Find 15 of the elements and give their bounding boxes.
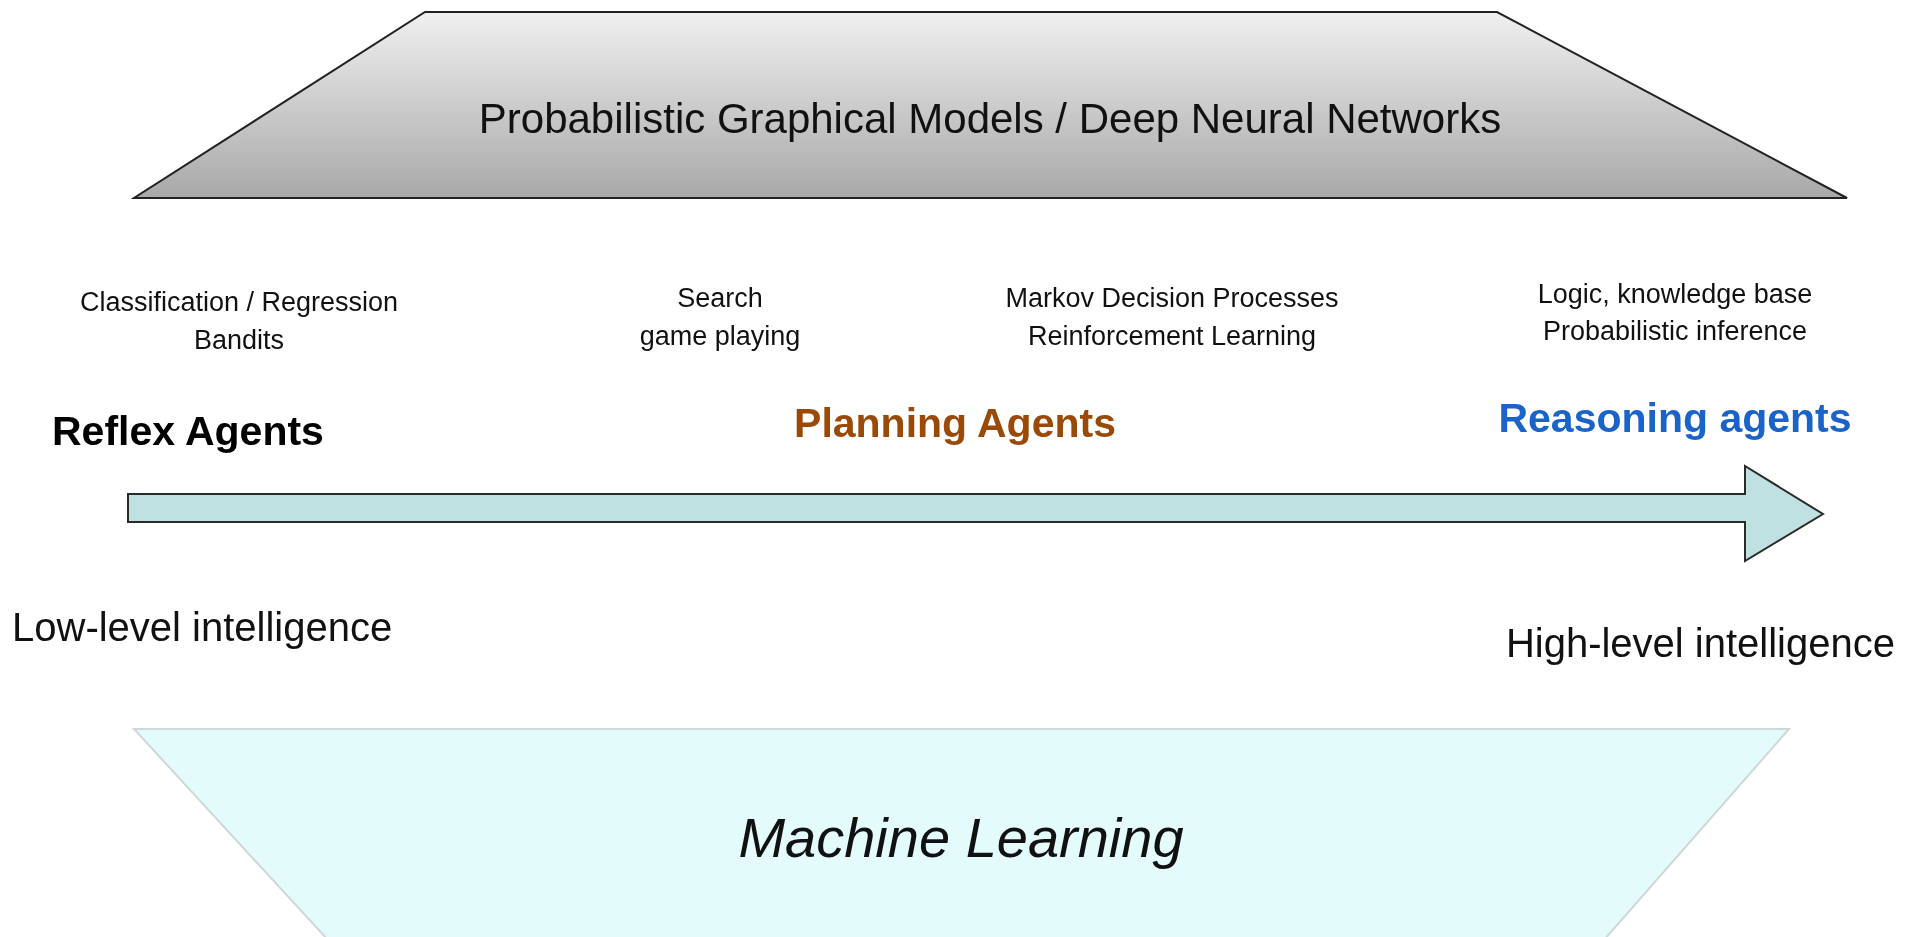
category-label: Markov Decision Processes: [1005, 283, 1339, 314]
scale-end-label: High-level intelligence: [1505, 621, 1895, 666]
category-label: Probabilistic inference: [1542, 316, 1808, 347]
category-label: game playing: [639, 321, 801, 352]
scale-end-label: Low-level intelligence: [12, 605, 393, 650]
category-label: Search: [677, 283, 763, 314]
category-label: Bandits: [193, 325, 285, 356]
agent-type-label: Planning Agents: [794, 400, 1116, 447]
band-title: Machine Learning: [737, 805, 1185, 870]
category-label: Reinforcement Learning: [1027, 321, 1317, 352]
category-label: Classification / Regression: [79, 287, 399, 318]
agent-type-label: Reflex Agents: [52, 408, 324, 455]
agent-type-label: Reasoning agents: [1498, 395, 1852, 442]
band-title: Probabilistic Graphical Models / Deep Neural Networks: [477, 95, 1503, 143]
category-label: Logic, knowledge base: [1537, 279, 1813, 310]
